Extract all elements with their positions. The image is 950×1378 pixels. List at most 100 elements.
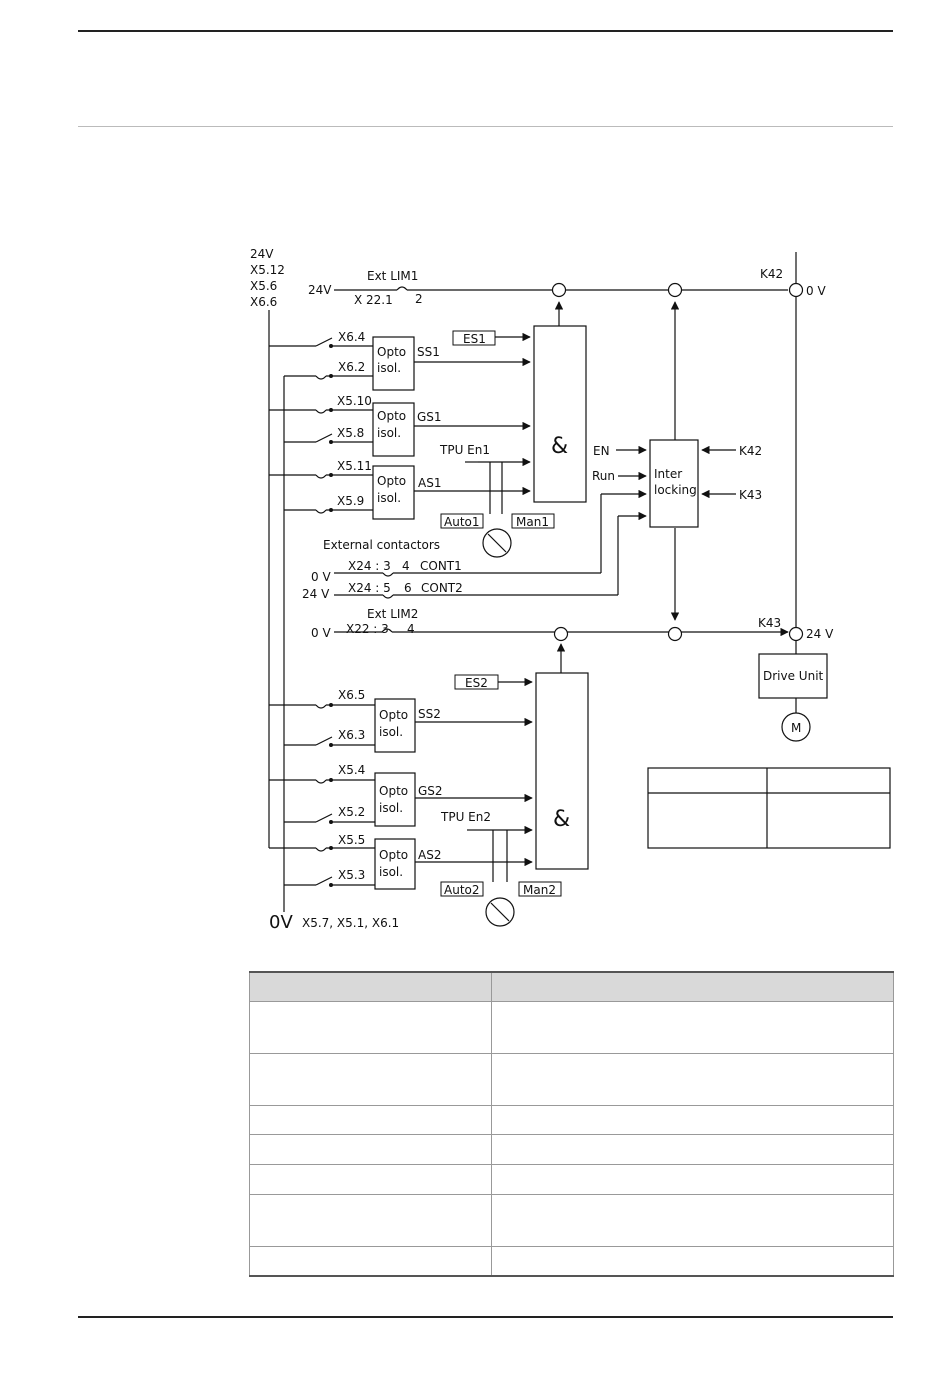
- motor-label: M: [791, 721, 801, 735]
- table-cell: [249, 1053, 492, 1106]
- header-divider: [78, 126, 893, 127]
- opto4-top: Opto: [379, 708, 408, 722]
- tpu-en2-label: TPU En2: [440, 810, 491, 824]
- table-header-cell: [249, 971, 492, 1002]
- opto1-bottom: isol.: [377, 361, 401, 375]
- opto5-top: Opto: [379, 784, 408, 798]
- table-cell: [491, 1105, 894, 1135]
- signal-table: [249, 971, 894, 1277]
- switch-x5-3: X5.3: [338, 868, 365, 882]
- interlock-in-k42: K42: [739, 444, 762, 458]
- interlock-line2: locking: [654, 483, 697, 497]
- opto1-top: Opto: [377, 345, 406, 359]
- table-row: [249, 1105, 894, 1135]
- table-cell: [249, 1001, 492, 1054]
- cont2-supply: 24 V: [302, 587, 330, 601]
- k42-label: K42: [760, 267, 783, 281]
- ext-lim2-label: Ext LIM2: [367, 607, 418, 621]
- interlock-in-en: EN: [593, 444, 610, 458]
- rail-label-x5-12: X5.12: [250, 263, 285, 277]
- man2-label: Man2: [523, 883, 556, 897]
- ext-lim1-terminal: X 22.1: [354, 293, 393, 307]
- auto2-label: Auto2: [444, 883, 480, 897]
- k43-label: K43: [758, 616, 781, 630]
- switch-x5-5: X5.5: [338, 833, 365, 847]
- interlock-line1: Inter: [654, 467, 682, 481]
- signal-as1: AS1: [418, 476, 441, 490]
- and-gate-2: &: [553, 807, 570, 832]
- ext-lim2-pin: 4: [407, 622, 415, 636]
- table-cell: [491, 1134, 894, 1165]
- opto3-top: Opto: [377, 474, 406, 488]
- table-cell: [249, 1194, 492, 1247]
- rail-label-x5-6: X5.6: [250, 279, 277, 293]
- table-row: [249, 1001, 894, 1054]
- top-rule: [78, 30, 893, 32]
- man1-label: Man1: [516, 515, 549, 529]
- signal-gs1: GS1: [417, 410, 442, 424]
- table-cell: [491, 1164, 894, 1195]
- table-cell: [249, 1164, 492, 1195]
- and-gate-1: &: [551, 434, 568, 459]
- footer-rule: [78, 1316, 893, 1318]
- cont2-terminal: X24 : 5: [348, 581, 391, 595]
- ext-lim1-supply: 24V: [308, 283, 332, 297]
- ext-lim1-pin: 2: [415, 292, 423, 306]
- ext-lim1-label: Ext LIM1: [367, 269, 418, 283]
- switch-x5-2: X5.2: [338, 805, 365, 819]
- rail-label-24v: 24V: [250, 247, 274, 261]
- safety-circuit-diagram: 24V X5.12 X5.6 X6.6 0V X5.7, X5.1, X6.1 …: [250, 247, 891, 933]
- signal-ss2: SS2: [418, 707, 441, 721]
- signal-ss1: SS1: [417, 345, 440, 359]
- table-cell: [249, 1134, 492, 1165]
- es1-label: ES1: [463, 332, 486, 346]
- cont1-pin: 4: [402, 559, 410, 573]
- switch-x5-8: X5.8: [337, 426, 364, 440]
- rail-bottom-terminals: X5.7, X5.1, X6.1: [302, 916, 399, 930]
- table-cell: [249, 1246, 492, 1277]
- opto2-top: Opto: [377, 409, 406, 423]
- signal-as2: AS2: [418, 848, 441, 862]
- table-row: [249, 1134, 894, 1165]
- cont1-supply: 0 V: [311, 570, 331, 584]
- switch-x5-9: X5.9: [337, 494, 364, 508]
- table-cell: [491, 1194, 894, 1247]
- switch-x6-4: X6.4: [338, 330, 365, 344]
- auto1-label: Auto1: [444, 515, 480, 529]
- opto3-bottom: isol.: [377, 491, 401, 505]
- table-cell: [249, 1105, 492, 1135]
- opto4-bottom: isol.: [379, 725, 403, 739]
- opto6-top: Opto: [379, 848, 408, 862]
- k43-node: 24 V: [806, 627, 834, 641]
- table-header-row: [249, 971, 894, 1002]
- ext-lim2-terminal: X22 : 3: [346, 622, 389, 636]
- table-cell: [491, 1001, 894, 1054]
- table-header-cell: [491, 971, 894, 1002]
- cont2-name: CONT2: [421, 581, 463, 595]
- switch-x5-10: X5.10: [337, 394, 372, 408]
- interlock-in-k43: K43: [739, 488, 762, 502]
- table-row: [249, 1246, 894, 1277]
- table-cell: [491, 1246, 894, 1277]
- opto6-bottom: isol.: [379, 865, 403, 879]
- switch-x6-2: X6.2: [338, 360, 365, 374]
- drive-unit-label: Drive Unit: [763, 669, 824, 683]
- switch-x6-5: X6.5: [338, 688, 365, 702]
- ext-lim2-supply: 0 V: [311, 626, 331, 640]
- table-cell: [491, 1053, 894, 1106]
- signal-gs2: GS2: [418, 784, 443, 798]
- opto5-bottom: isol.: [379, 801, 403, 815]
- cont1-terminal: X24 : 3: [348, 559, 391, 573]
- table-row: [249, 1053, 894, 1106]
- switch-x5-4: X5.4: [338, 763, 365, 777]
- ext-contactors-title: External contactors: [323, 538, 440, 552]
- opto2-bottom: isol.: [377, 426, 401, 440]
- table-row: [249, 1164, 894, 1195]
- cont2-pin: 6: [404, 581, 412, 595]
- k42-node: 0 V: [806, 284, 826, 298]
- es2-label: ES2: [465, 676, 488, 690]
- switch-x5-11: X5.11: [337, 459, 372, 473]
- rail-label-x6-6: X6.6: [250, 295, 277, 309]
- table-row: [249, 1194, 894, 1247]
- tpu-en1-label: TPU En1: [439, 443, 490, 457]
